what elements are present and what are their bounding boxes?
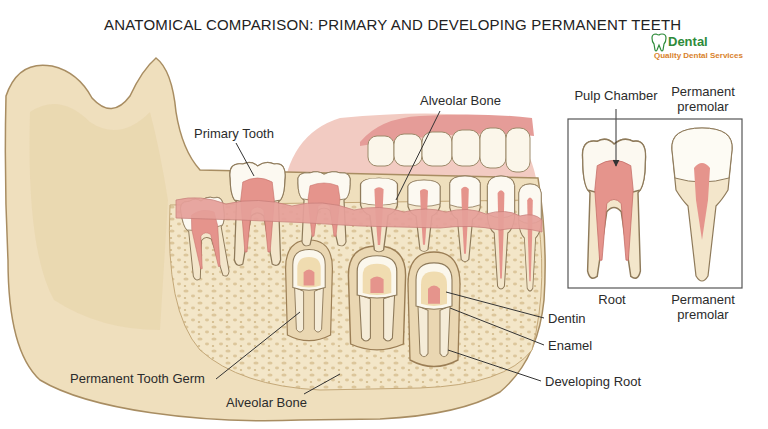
watermark: Quality Dental Services xyxy=(654,51,743,61)
primary-tooth xyxy=(519,184,541,291)
part-label: Alveolar Bone xyxy=(420,93,501,109)
ramus-shading xyxy=(30,104,169,330)
inset-panel: Pulp ChamberPermanent premolarRootPerman… xyxy=(562,84,748,326)
inset-premolar xyxy=(672,128,732,281)
inset-primary-molar xyxy=(583,139,646,278)
part-label: Permanent Tooth Germ xyxy=(70,371,205,387)
panel-label: Root xyxy=(582,292,642,307)
part-label: Enamel xyxy=(548,338,592,354)
part-label: Dentin xyxy=(548,311,586,327)
tooth-germ xyxy=(286,240,333,341)
tooth-germ xyxy=(348,246,405,350)
panel-outline xyxy=(562,84,748,326)
part-label: Primary Tooth xyxy=(194,126,274,142)
cancellous-bone xyxy=(169,200,541,390)
lower-gum xyxy=(176,198,542,232)
logo-icon xyxy=(652,34,666,51)
panel-label: Pulp Chamber xyxy=(566,88,666,103)
part-label: Developing Root xyxy=(545,374,641,390)
part-label: Alveolar Bone xyxy=(226,395,307,411)
panel-label: Permanent premolar xyxy=(665,292,741,322)
primary-tooth xyxy=(487,176,514,289)
leader-lines xyxy=(216,109,616,394)
mandible xyxy=(5,58,545,421)
panel-label: Permanent premolar xyxy=(665,84,741,114)
watermark: Dental xyxy=(668,34,708,49)
panel-border xyxy=(568,119,742,288)
diagram-title: ANATOMICAL COMPARISON: PRIMARY AND DEVEL… xyxy=(104,16,681,34)
upper-teeth xyxy=(368,128,530,172)
inset-ground xyxy=(568,119,742,288)
